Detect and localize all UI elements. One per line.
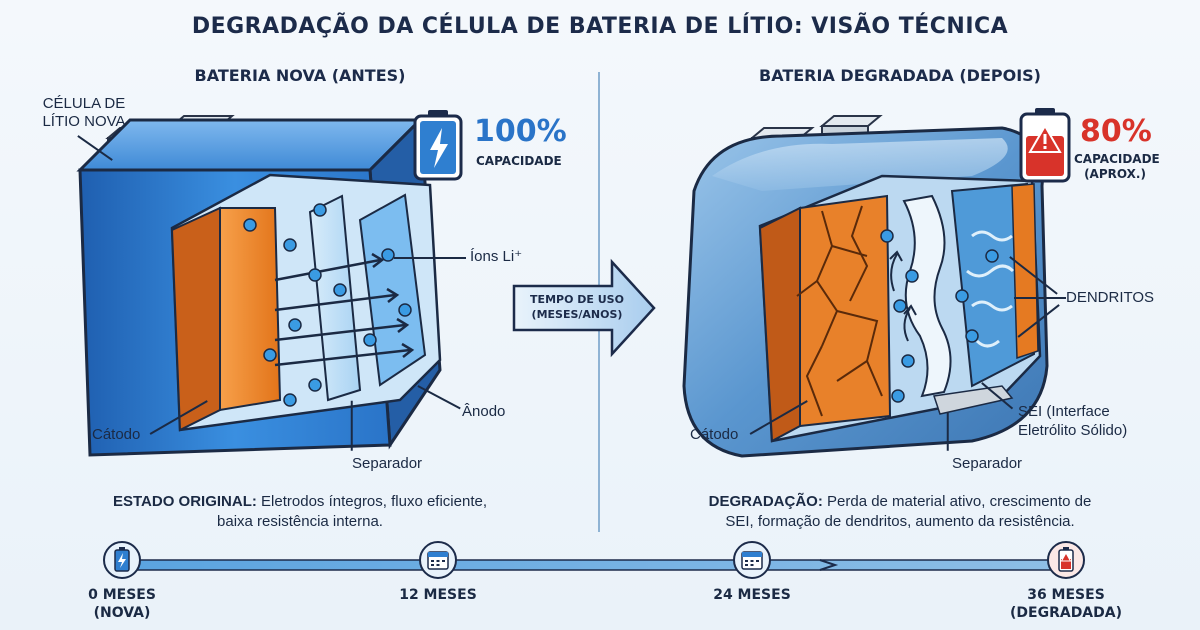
- degraded-capacity-value: 80%: [1080, 114, 1152, 149]
- battery-warning-icon: [1019, 108, 1071, 183]
- cathode-layer: [219, 207, 282, 412]
- timeline-track: [119, 559, 1071, 571]
- degraded-cathode: [799, 194, 892, 428]
- timeline-label-0-line2: (NOVA): [93, 605, 151, 621]
- degraded-cathode-label: Cátodo: [690, 426, 739, 443]
- battery-full-icon: [413, 110, 463, 181]
- anode-edge: [1011, 183, 1039, 360]
- anode-label: Ânodo: [462, 403, 506, 420]
- degraded-lithium-ions: [880, 229, 999, 403]
- timeline-label-12-line1: 12 MESES: [399, 587, 477, 603]
- ions-leader: [394, 257, 466, 259]
- timeline-calendar-icon-12: [419, 541, 457, 579]
- timeline-label-12: 12 MESES: [378, 586, 498, 604]
- new-battery-cell-illustration: [76, 115, 442, 457]
- degraded-battery-cell-illustration: [682, 115, 1049, 458]
- new-capacity-value: 100%: [474, 114, 567, 149]
- new-cell-label-line1: CÉLULA DE: [42, 95, 126, 112]
- timeline-label-36-line1: 36 MESES: [1027, 587, 1105, 603]
- degradation-description: DEGRADAÇÃO: Perda de material ativo, cre…: [640, 492, 1160, 532]
- page-title: DEGRADAÇÃO DA CÉLULA DE BATERIA DE LÍTIO…: [191, 14, 1009, 39]
- new-cell-label: CÉLULA DE LÍTIO NOVA: [34, 95, 134, 131]
- time-arrow-line2: (MESES/ANOS): [531, 308, 623, 321]
- new-cathode-label: Cátodo: [92, 426, 141, 443]
- degraded-ion-arrows: [889, 250, 917, 342]
- left-panel-heading: BATERIA NOVA (ANTES): [194, 66, 406, 85]
- sei-label-text1: SEI (Interface: [1018, 403, 1110, 420]
- original-state-text1: Eletrodos íntegros, fluxo eficiente,: [256, 493, 488, 510]
- timeline-label-0-line1: 0 MESES: [88, 587, 156, 603]
- degraded-separator-label: Separador: [952, 455, 1023, 472]
- degraded-separator-leader: [947, 412, 949, 451]
- time-arrow-label: TEMPO DE USO (MESES/ANOS): [517, 292, 637, 322]
- time-arrow: [512, 258, 656, 358]
- ion-flow-arrows: [274, 252, 415, 367]
- degradation-line1: DEGRADAÇÃO: Perda de material ativo, cre…: [640, 492, 1160, 512]
- degradation-title: DEGRADAÇÃO:: [708, 493, 823, 510]
- timeline-label-24: 24 MESES: [692, 586, 812, 604]
- right-panel-heading: BATERIA DEGRADADA (DEPOIS): [759, 66, 1041, 85]
- original-state-line1: ESTADO ORIGINAL: Eletrodos íntegros, flu…: [40, 492, 560, 512]
- new-cell-label-line2: LÍTIO NOVA: [42, 113, 126, 130]
- time-arrow-line1: TEMPO DE USO: [530, 293, 624, 306]
- sei-label: SEI (Interface Eletrólito Sólido): [1018, 402, 1127, 440]
- cathode-cracks: [796, 205, 883, 417]
- dendrites-leader-2: [1014, 297, 1066, 299]
- degraded-capacity-label-line1: CAPACIDADE: [1074, 152, 1160, 166]
- original-state-title: ESTADO ORIGINAL:: [112, 493, 257, 510]
- separator-layer: [308, 194, 362, 402]
- new-separator-label: Separador: [352, 455, 423, 472]
- timeline-label-36: 36 MESES (DEGRADADA): [1000, 586, 1132, 622]
- timeline-battery-warning-icon: [1047, 541, 1085, 579]
- timeline-label-24-line1: 24 MESES: [713, 587, 791, 603]
- lithium-ions: [243, 203, 412, 407]
- timeline-label-0: 0 MESES (NOVA): [62, 586, 182, 622]
- dendrite-growth: [966, 230, 1015, 348]
- cathode-side: [170, 206, 221, 432]
- new-separator-leader: [351, 400, 353, 451]
- degraded-capacity-label-line2: (APROX.): [1084, 167, 1146, 181]
- original-state-text2: baixa resistência interna.: [217, 513, 383, 530]
- timeline-calendar-icon-24: [733, 541, 771, 579]
- degradation-text1: Perda de material ativo, crescimento de: [822, 493, 1092, 510]
- timeline-battery-full-icon: [103, 541, 141, 579]
- timeline-label-36-line2: (DEGRADADA): [1010, 605, 1122, 621]
- degraded-capacity-label: CAPACIDADE (APROX.): [1074, 152, 1160, 182]
- sei-label-text2: Eletrólito Sólido): [1018, 422, 1128, 439]
- degradation-text2: SEI, formação de dendritos, aumento da r…: [725, 513, 1075, 530]
- new-capacity-label: CAPACIDADE: [476, 154, 562, 168]
- original-state-description: ESTADO ORIGINAL: Eletrodos íntegros, flu…: [40, 492, 560, 532]
- sei-label-line1: SEI (Interface: [1018, 402, 1127, 421]
- dendrites-label: DENDRITOS: [1066, 289, 1155, 306]
- ions-label: Íons Li⁺: [470, 248, 523, 265]
